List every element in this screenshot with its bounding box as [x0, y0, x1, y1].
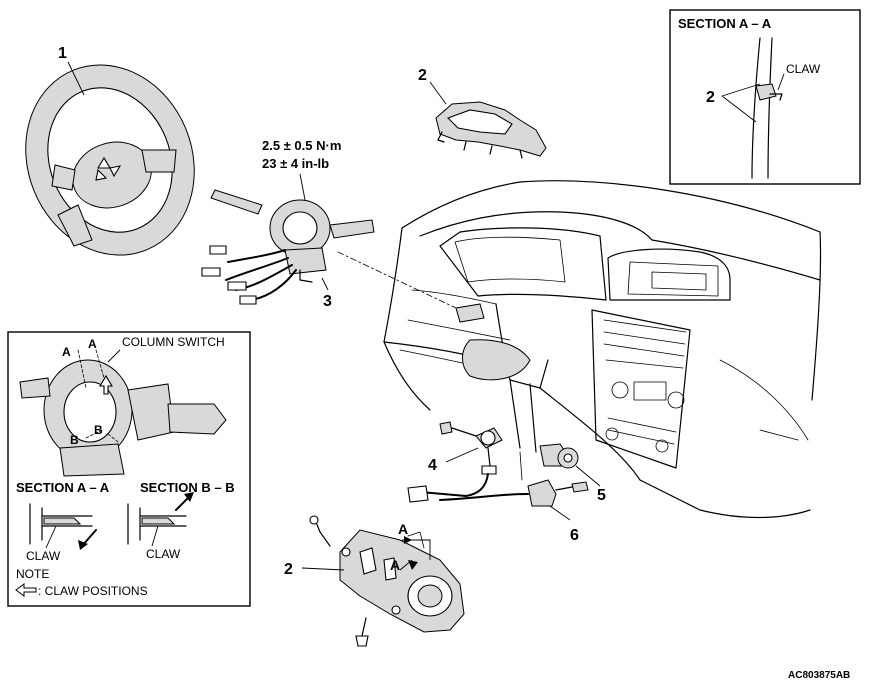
detail-marker-b2: B — [94, 423, 103, 437]
torque-leader — [299, 173, 307, 206]
leader-6 — [549, 505, 571, 521]
upper-column-cover — [435, 101, 547, 159]
figure-code: AC803875AB — [788, 670, 850, 681]
part-number-4: 4 — [428, 457, 437, 474]
steering-wheel — [25, 64, 195, 256]
detail-title: COLUMN SWITCH — [122, 335, 225, 349]
section-a-arrow-upper — [404, 536, 412, 544]
detail-section-bb: SECTION B – B — [140, 480, 235, 495]
section-aa-part-number: 2 — [706, 89, 715, 106]
torque-imperial: 23 ± 4 in-lb — [262, 156, 329, 171]
detail-section-aa: SECTION A – A — [16, 480, 110, 495]
part-number-3: 3 — [323, 293, 332, 310]
section-aa-title: SECTION A – A — [678, 16, 772, 31]
claw-position-arrow-icon — [15, 583, 37, 597]
section-aa-claw-label: CLAW — [786, 62, 821, 76]
detail-claw-right: CLAW — [146, 547, 181, 561]
part-number-1: 1 — [58, 45, 67, 62]
leader-2-top — [429, 81, 447, 105]
section-marker-a-upper: A — [398, 521, 408, 537]
detail-legend: : CLAW POSITIONS — [38, 584, 148, 598]
assembly-guide-line — [337, 251, 457, 309]
instrument-panel — [383, 180, 822, 519]
leader-3 — [321, 277, 329, 291]
leader-5 — [575, 465, 601, 487]
detail-note: NOTE — [16, 567, 49, 581]
ignition-switch-assembly — [539, 443, 579, 469]
leader-4 — [445, 447, 479, 463]
detail-marker-a1: A — [62, 345, 71, 359]
leader-2-bottom — [301, 567, 345, 571]
leader-1 — [67, 61, 85, 96]
part-number-2-top: 2 — [418, 67, 427, 84]
section-aa-panel: SECTION A – A CLAW 2 — [669, 9, 861, 185]
torque-metric: 2.5 ± 0.5 N·m — [262, 138, 341, 153]
part-number-2-bottom: 2 — [284, 561, 293, 578]
column-switch-detail-panel: COLUMN SWITCH A A B B SECTION A – A SECT… — [7, 331, 251, 607]
steering-lock-cylinder — [439, 451, 589, 507]
key-reminder-switch — [407, 421, 503, 503]
column-switch — [201, 189, 375, 305]
detail-marker-a2: A — [88, 337, 97, 351]
lower-column-cover — [309, 515, 465, 647]
section-marker-a-lower: A — [390, 557, 400, 573]
section-a-arrow-lower — [408, 560, 418, 570]
detail-claw-left: CLAW — [26, 549, 61, 563]
part-number-5: 5 — [597, 487, 606, 504]
part-number-6: 6 — [570, 527, 579, 544]
detail-marker-b1: B — [70, 433, 79, 447]
